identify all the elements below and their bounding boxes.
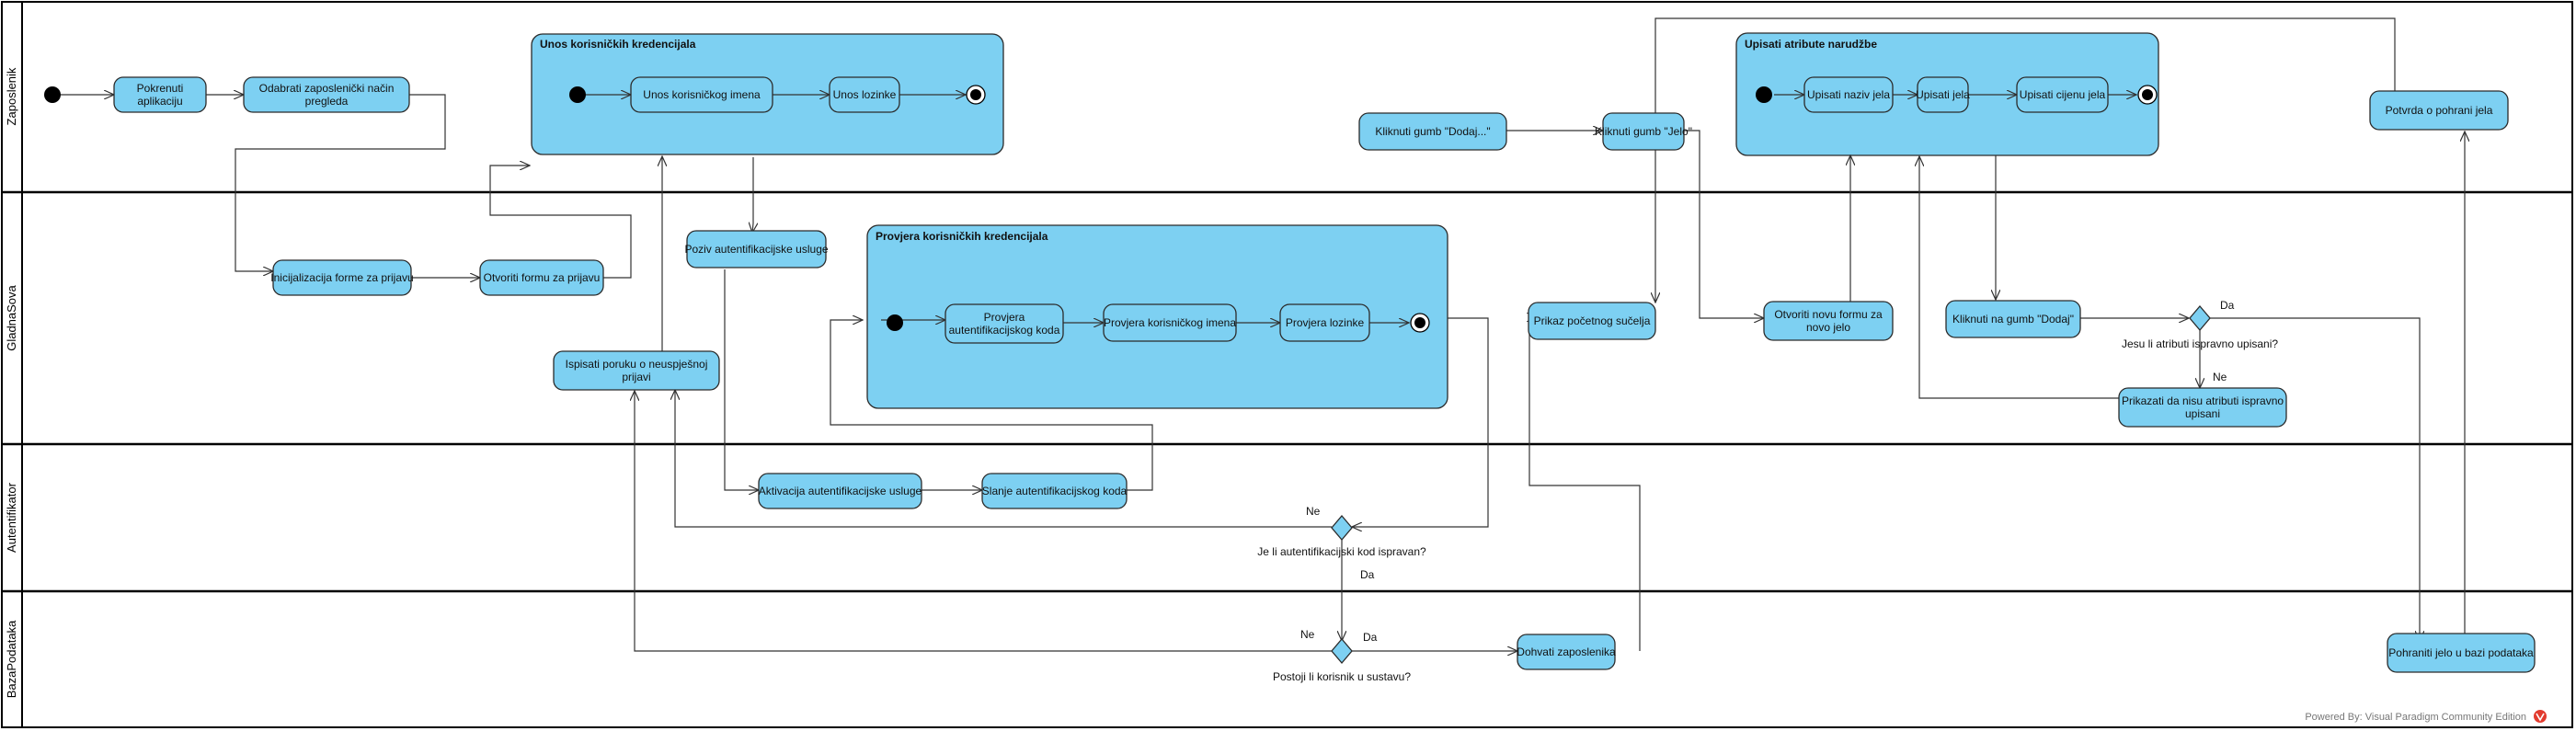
decision-label-korisnik: Postoji li korisnik u sustavu? <box>1273 670 1411 683</box>
action-inicijalizacija: Inicijalizacija forme za prijavu <box>270 259 414 296</box>
final-node-3 <box>2137 85 2158 105</box>
initial-node-2 <box>569 86 586 103</box>
action-label: Odabrati zaposlenički način <box>259 82 395 95</box>
final-node-2 <box>1410 313 1430 333</box>
action-kliknuti-jelo: Kliknuti gumb "Jelo" <box>1595 112 1692 151</box>
action-provjera-imena: Provjera korisničkog imena <box>1103 303 1237 342</box>
guard-da-atributi: Da <box>2220 299 2235 312</box>
action-dohvati: Dohvati zaposlenika <box>1517 634 1616 670</box>
guard-ne-auth: Ne <box>1306 505 1321 518</box>
action-label: novo jelo <box>1806 321 1850 334</box>
action-label: pregleda <box>305 95 349 108</box>
action-label: Unos lozinke <box>833 88 897 101</box>
action-aktivacija: Aktivacija autentifikacijske usluge <box>758 473 922 509</box>
initial-node-3 <box>887 314 903 331</box>
action-label: Provjera korisničkog imena <box>1104 316 1236 329</box>
decision-korisnik: Postoji li korisnik u sustavu? <box>1273 637 1411 683</box>
guard-da-korisnik: Da <box>1363 631 1378 644</box>
action-label: Pokrenuti <box>137 82 184 95</box>
edges <box>60 17 2465 651</box>
action-kliknuti-dodaj-dots: Kliknuti gumb "Dodaj..." <box>1358 112 1507 151</box>
action-label: Provjera lozinke <box>1286 316 1365 329</box>
group-title-unos: Unos korisničkih kredencijala <box>540 38 696 51</box>
action-label: Pohraniti jelo u bazi podataka <box>2388 646 2534 659</box>
action-label: Upisati naziv jela <box>1807 88 1890 101</box>
decision-label-atributi: Jesu li atributi ispravno upisani? <box>2122 337 2278 350</box>
decision-auth-kod: Je li autentifikacijski kod ispravan? <box>1257 514 1426 558</box>
guard-da-auth: Da <box>1360 568 1375 581</box>
group-title-provjera: Provjera korisničkih kredencijala <box>876 230 1048 243</box>
action-upisati-naziv: Upisati naziv jela <box>1803 76 1894 113</box>
action-label: Poziv autentifikacijske usluge <box>684 243 828 256</box>
action-label: Upisati jela <box>1916 88 1970 101</box>
action-label: Provjera <box>984 311 1025 324</box>
group-title-upisati: Upisati atribute narudžbe <box>1745 38 1877 51</box>
action-otvoriti-formu: Otvoriti formu za prijavu <box>479 259 604 296</box>
action-unos-lozinke: Unos lozinke <box>829 76 900 113</box>
action-label: Kliknuti gumb "Dodaj..." <box>1375 125 1490 138</box>
action-pohraniti: Pohraniti jelo u bazi podataka <box>2387 633 2536 673</box>
action-label: Otvoriti formu za prijavu <box>484 271 601 284</box>
action-label: Kliknuti gumb "Jelo" <box>1595 125 1692 138</box>
action-unos-imena: Unos korisničkog imena <box>630 76 773 113</box>
action-label: Prikazati da nisu atributi ispravno <box>2122 394 2284 407</box>
lane-label-bazapodataka: BazaPodataka <box>5 620 18 698</box>
action-label: aplikaciju <box>137 95 182 108</box>
action-label: Potvrda o pohrani jela <box>2386 104 2493 117</box>
initial-node-4 <box>1756 86 1772 103</box>
lane-label-zaposlenik: Zaposlenik <box>5 67 18 125</box>
footer-powered-by: Powered By: Visual Paradigm Community Ed… <box>2305 712 2526 723</box>
action-label: Otvoriti novu formu za <box>1774 308 1883 321</box>
lane-label-gladnasova: GladnaSova <box>5 284 18 350</box>
action-potvrda: Potvrda o pohrani jela <box>2369 90 2509 131</box>
action-label: Ispisati poruku o neuspješnoj <box>566 358 708 371</box>
action-label: Slanje autentifikacijskog koda <box>982 485 1128 497</box>
action-label: autentifikacijskog koda <box>949 324 1060 337</box>
action-kliknuti-dodaj: Kliknuti na gumb "Dodaj" <box>1945 300 2081 338</box>
action-label: Unos korisničkog imena <box>643 88 761 101</box>
action-label: Aktivacija autentifikacijske usluge <box>759 485 922 497</box>
action-label: upisani <box>2185 407 2220 420</box>
guard-ne-korisnik: Ne <box>1300 628 1315 641</box>
action-label: Upisati cijenu jela <box>2020 88 2106 101</box>
action-poziv-auth: Poziv autentifikacijske usluge <box>684 230 829 268</box>
action-prikazati-nisu: Prikazati da nisu atributi ispravnoupisa… <box>2118 387 2287 428</box>
action-label: Prikaz početnog sučelja <box>1534 314 1651 327</box>
action-provjera-lozinke: Provjera lozinke <box>1279 303 1370 342</box>
action-label: prijavi <box>622 371 650 383</box>
visual-paradigm-logo-icon <box>2534 710 2547 723</box>
action-label: Dohvati zaposlenika <box>1517 645 1616 658</box>
action-label: Inicijalizacija forme za prijavu <box>270 271 413 284</box>
final-node-1 <box>966 85 986 105</box>
decision-label-auth-kod: Je li autentifikacijski kod ispravan? <box>1257 545 1426 558</box>
lane-label-autentifikator: Autentifikator <box>5 482 18 553</box>
action-label: Kliknuti na gumb "Dodaj" <box>1952 313 2074 326</box>
initial-node-1 <box>44 86 61 103</box>
action-slanje: Slanje autentifikacijskog koda <box>981 473 1128 509</box>
decision-atributi: Jesu li atributi ispravno upisani? <box>2122 304 2278 350</box>
action-upisati-cijenu: Upisati cijenu jela <box>2016 76 2109 113</box>
guard-ne-atributi: Ne <box>2213 371 2227 383</box>
action-prikaz-pocetnog: Prikaz početnog sučelja <box>1528 302 1656 340</box>
action-upisati-jela: Upisati jela <box>1916 76 1970 113</box>
